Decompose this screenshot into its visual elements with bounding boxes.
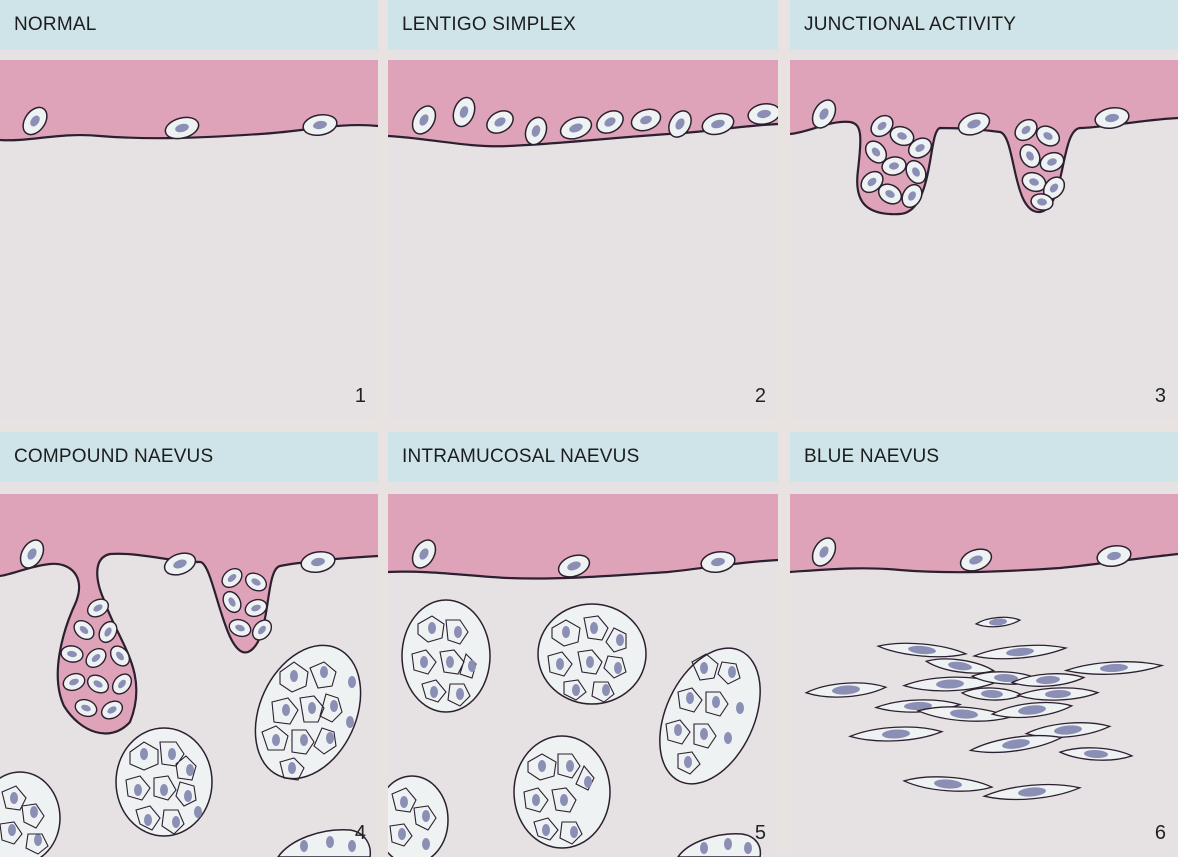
tissue-illustration: [388, 60, 778, 148]
panel-number: 3: [1154, 385, 1166, 407]
panel-compound-naevus: COMPOUND NAEVUS 4: [0, 432, 378, 857]
panel-title: LENTIGO SIMPLEX: [402, 14, 577, 35]
panel-title: BLUE NAEVUS: [804, 446, 940, 467]
panel-normal: NORMAL 1: [0, 0, 378, 420]
naevus-cell-nests: [388, 599, 762, 857]
melanocyte-cells: [411, 539, 736, 578]
tissue-illustration: [790, 60, 1178, 216]
melanocyte-cells: [411, 96, 778, 146]
panel-title: JUNCTIONAL ACTIVITY: [804, 14, 1017, 35]
panel-number: 4: [354, 822, 366, 844]
panel-number: 1: [354, 385, 366, 407]
title-band: [0, 0, 378, 50]
panel-lentigo-simplex: LENTIGO SIMPLEX 2: [388, 0, 778, 420]
melanocyte-cells: [811, 99, 1130, 211]
tissue-illustration: [388, 494, 778, 857]
panel-blue-naevus: BLUE NAEVUS 6: [790, 432, 1178, 857]
panel-title: COMPOUND NAEVUS: [14, 446, 214, 467]
panel-junctional-activity: JUNCTIONAL ACTIVITY 3: [790, 0, 1178, 420]
panel-number: 6: [1154, 822, 1166, 844]
tissue-illustration: [790, 494, 1178, 801]
panel-title: INTRAMUCOSAL NAEVUS: [402, 446, 640, 467]
melanocyte-cells: [22, 106, 338, 140]
panel-intramucosal-naevus: INTRAMUCOSAL NAEVUS 5: [388, 432, 778, 857]
naevus-cell-nests: [0, 644, 372, 857]
panel-number: 2: [754, 385, 766, 407]
title-band: [790, 432, 1178, 482]
spindle-cells: [804, 616, 1165, 801]
title-band: [388, 432, 778, 482]
title-band: [388, 0, 778, 50]
melanocyte-cells: [19, 539, 336, 720]
tissue-illustration: [0, 494, 378, 857]
melanocyte-cells: [811, 537, 1132, 572]
panel-title: NORMAL: [14, 14, 97, 35]
tissue-illustration: [0, 60, 378, 142]
panel-number: 5: [754, 822, 766, 844]
title-band: [0, 432, 378, 482]
title-band: [790, 0, 1178, 50]
